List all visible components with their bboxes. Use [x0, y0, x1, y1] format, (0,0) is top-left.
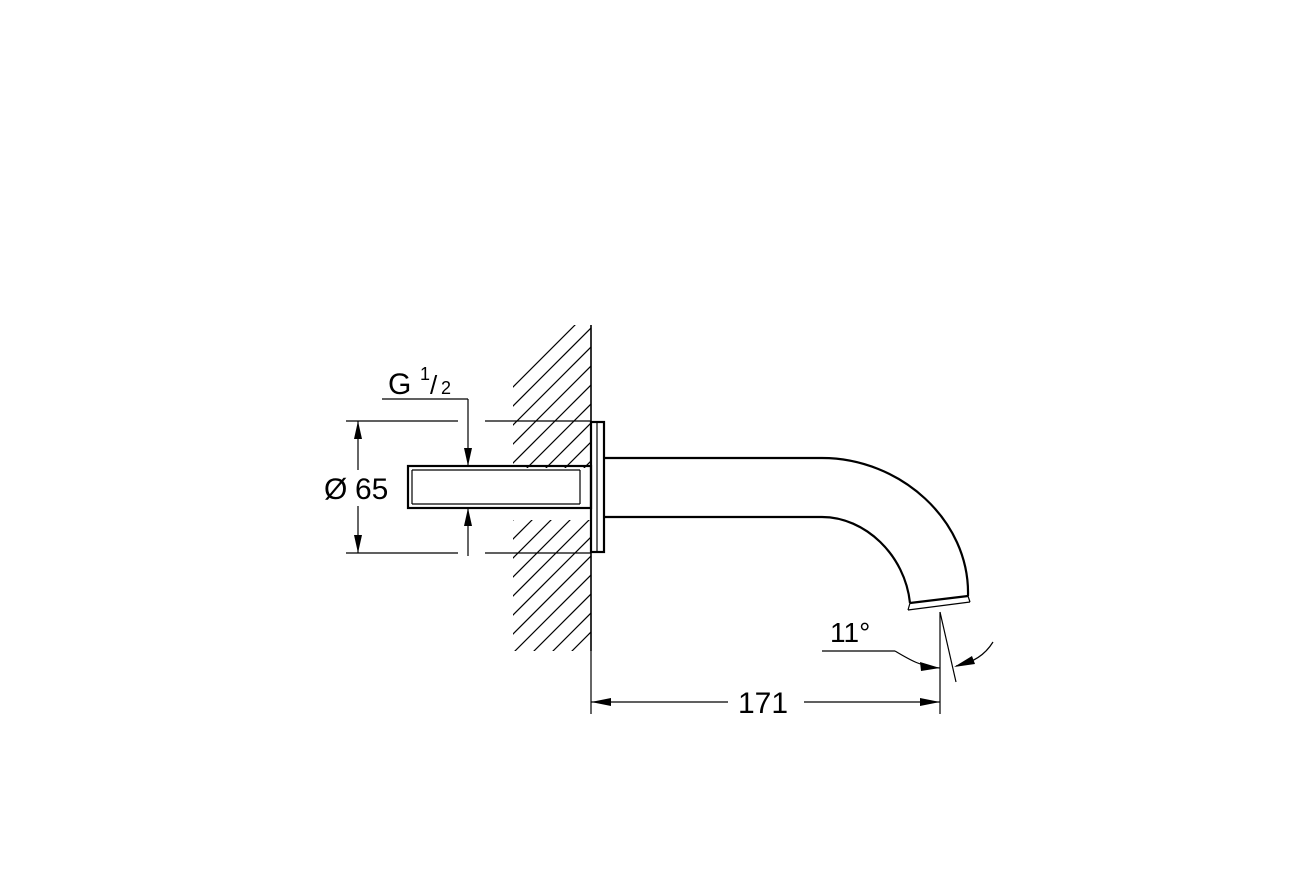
hatch-line — [572, 536, 591, 555]
hatch-line — [500, 661, 600, 761]
hatch-line — [500, 661, 600, 761]
hatch-line — [513, 555, 536, 578]
hatch-line — [590, 650, 591, 651]
wall-hatching — [500, 325, 600, 818]
hatch-line — [545, 422, 591, 468]
projection-dimension: 171 — [590, 612, 941, 720]
diameter-dimension: Ø 65 — [320, 420, 591, 554]
hatch-line — [513, 555, 555, 597]
hatch-line — [552, 612, 591, 651]
angle-value: 11° — [830, 617, 870, 648]
rosette-flange — [589, 420, 606, 554]
hatch-line — [534, 520, 571, 555]
hatch-line — [564, 441, 591, 468]
hatch-line — [500, 699, 600, 799]
thread-dimension: G 1 / 2 — [382, 364, 472, 556]
hatch-line — [500, 661, 600, 761]
hatch-line — [513, 555, 574, 616]
hatch-line — [513, 420, 557, 464]
hatch-line — [500, 680, 600, 780]
hatch-line — [526, 420, 576, 468]
hatch-line — [513, 555, 591, 635]
hatch-line — [500, 718, 600, 818]
hatch-line — [500, 642, 600, 742]
hatch-line — [515, 520, 552, 555]
hatch-line — [500, 699, 600, 799]
thread-numerator: 1 — [420, 364, 430, 384]
hatch-line — [553, 520, 590, 555]
hatch-line — [574, 403, 591, 420]
hatch-line — [500, 642, 600, 742]
hatch-line — [500, 680, 600, 780]
thread-prefix: G — [388, 368, 411, 401]
diameter-symbol: Ø — [324, 473, 347, 506]
hatch-line — [500, 718, 600, 818]
hatch-line — [500, 718, 600, 818]
hatch-line — [500, 699, 600, 799]
hatch-line — [533, 593, 591, 651]
thread-denominator: 2 — [441, 378, 451, 398]
hatch-line — [513, 420, 538, 445]
hatch-line — [500, 699, 600, 799]
spout-body — [604, 456, 971, 611]
hatch-line — [500, 680, 600, 780]
hatch-line — [500, 718, 600, 818]
hatch-line — [571, 631, 591, 651]
projection-value: 171 — [738, 687, 788, 720]
hatch-line — [555, 384, 591, 420]
hatch-line — [514, 574, 591, 651]
angle-dimension: 11° — [822, 611, 994, 683]
hatch-line — [536, 365, 591, 420]
hatch-line — [513, 325, 576, 388]
hatch-line — [500, 642, 600, 742]
hatch-line — [500, 661, 600, 761]
hatch-line — [513, 327, 591, 407]
thread-slash: / — [430, 370, 438, 400]
diameter-value: 65 — [355, 473, 388, 506]
hatch-line — [513, 520, 533, 540]
hatch-line — [517, 346, 591, 420]
wall-connector — [406, 464, 593, 510]
hatch-line — [500, 680, 600, 780]
